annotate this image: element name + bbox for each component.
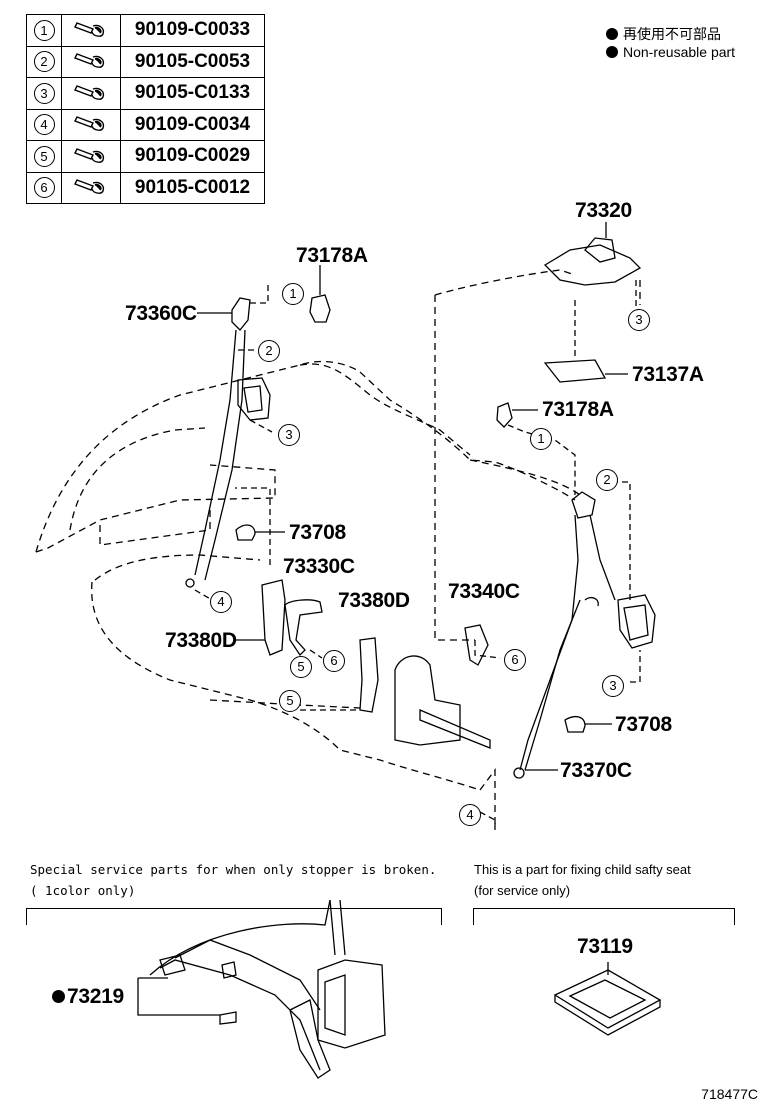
bolt-index: 3 (33, 82, 55, 104)
bolt-icon (74, 53, 105, 69)
child-seat-bracket (473, 908, 735, 925)
bolt-row: 3 90105-C0133 (26, 77, 265, 110)
special-service-note-line2: ( 1color only) (30, 883, 136, 898)
bolt-part-number[interactable]: 90109-C0029 (120, 140, 265, 173)
label-leaders (197, 222, 628, 771)
bolt-icon (74, 116, 105, 132)
callout-3-top: 3 (628, 309, 650, 331)
part-label-73360c[interactable]: 73360C (125, 302, 197, 325)
callout-3-left: 3 (278, 424, 300, 446)
child-seat-note-line1: This is a part for fixing child safty se… (474, 862, 691, 877)
bolt-index-cell: 4 (26, 108, 62, 141)
bolt-picture-cell (61, 171, 121, 204)
part-label-73340c[interactable]: 73340C (448, 580, 520, 603)
bolt-part-number[interactable]: 90105-C0053 (120, 45, 265, 78)
diagram-code: 718477C (701, 1086, 758, 1102)
bolt-icon (74, 21, 105, 37)
legend-english: Non-reusable part (606, 44, 735, 60)
callout-4-left: 4 (210, 591, 232, 613)
bolt-picture-cell (61, 140, 121, 173)
bolt-row: 4 90109-C0034 (26, 108, 265, 141)
bolt-row: 2 90105-C0053 (26, 45, 265, 78)
bolt-index: 2 (33, 51, 55, 73)
bolt-index: 1 (33, 19, 55, 41)
left-leader-lines (194, 280, 641, 830)
callout-5-upper: 5 (290, 656, 312, 678)
callout-6-right: 6 (504, 649, 526, 671)
part-label-73119[interactable]: 73119 (577, 935, 633, 958)
part-label-73320[interactable]: 73320 (575, 199, 632, 222)
bolt-index: 5 (33, 145, 55, 167)
bolt-picture-cell (61, 14, 121, 47)
callout-2-left: 2 (258, 340, 280, 362)
part-label-73219[interactable]: 73219 (52, 985, 124, 1009)
bolt-index-cell: 2 (26, 45, 62, 78)
bolt-row: 5 90109-C0029 (26, 140, 265, 173)
non-reusable-dot-icon (52, 990, 65, 1003)
bolt-row: 1 90109-C0033 (26, 14, 265, 47)
stopper-detail-drawing (137, 899, 386, 1079)
callout-3-right: 3 (602, 675, 624, 697)
bolt-icon (74, 84, 105, 100)
part-label-73380d-top[interactable]: 73380D (338, 589, 410, 612)
child-seat-part-drawing (553, 962, 662, 1036)
callout-1-right: 1 (530, 428, 552, 450)
part-label-73330c[interactable]: 73330C (283, 555, 355, 578)
bolt-part-number[interactable]: 90109-C0033 (120, 14, 265, 47)
part-label-73178a-left[interactable]: 73178A (296, 244, 368, 267)
part-label-73708-right[interactable]: 73708 (615, 713, 672, 736)
callout-6-left: 6 (323, 650, 345, 672)
bolt-part-table: 1 90109-C0033 2 90105-C0053 3 90105-C0133 4 901… (26, 14, 265, 204)
non-reusable-dot-icon (606, 46, 618, 58)
part-label-73370c[interactable]: 73370C (560, 759, 632, 782)
callout-4-right: 4 (459, 804, 481, 826)
bolt-picture-cell (61, 77, 121, 110)
special-service-note-line1: Special service parts for when only stop… (30, 862, 437, 877)
part-label-73380d-left[interactable]: 73380D (165, 629, 237, 652)
left-belt-assembly (185, 294, 331, 588)
bolt-index: 4 (33, 114, 55, 136)
special-service-bracket (26, 908, 442, 925)
non-reusable-dot-icon (606, 28, 618, 40)
part-label-73708-left[interactable]: 73708 (289, 521, 346, 544)
bolt-index-cell: 3 (26, 77, 62, 110)
bolt-picture-cell (61, 45, 121, 78)
callout-1-left: 1 (282, 283, 304, 305)
bolt-icon (74, 147, 105, 163)
callout-2-right: 2 (596, 469, 618, 491)
bolt-index-cell: 6 (26, 171, 62, 204)
bolt-row: 6 90105-C0012 (26, 171, 265, 204)
right-belt-assembly (496, 237, 656, 779)
bolt-index-cell: 5 (26, 140, 62, 173)
callout-5-lower: 5 (279, 690, 301, 712)
part-label-73137a[interactable]: 73137A (632, 363, 704, 386)
bolt-icon (74, 179, 105, 195)
bolt-part-number[interactable]: 90105-C0012 (120, 171, 265, 204)
legend-japanese: 再使用不可部品 (606, 24, 721, 44)
bolt-picture-cell (61, 108, 121, 141)
bolt-index-cell: 1 (26, 14, 62, 47)
part-label-73178a-right[interactable]: 73178A (542, 398, 614, 421)
vehicle-body-outline (35, 269, 641, 830)
bolt-part-number[interactable]: 90105-C0133 (120, 77, 265, 110)
child-seat-note-line2: (for service only) (474, 883, 571, 898)
bolt-part-number[interactable]: 90109-C0034 (120, 108, 265, 141)
bolt-index: 6 (33, 177, 55, 199)
